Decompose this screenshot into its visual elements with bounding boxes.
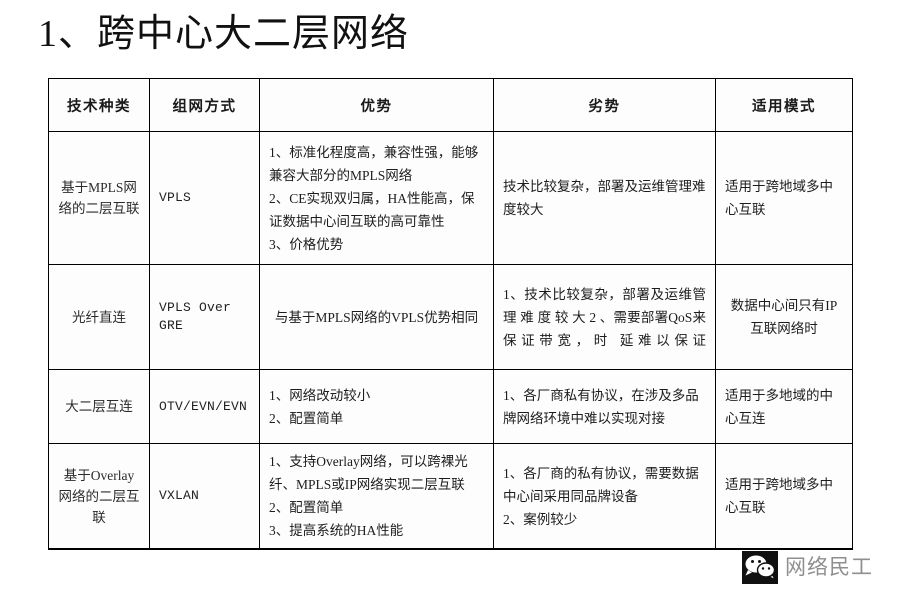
cell-disadvantage: 技术比较复杂，部署及运维管理难度较大 bbox=[493, 131, 716, 265]
cell-network-mode: VPLS bbox=[149, 131, 260, 265]
column-header-applicable-mode: 适用模式 bbox=[715, 78, 853, 132]
cell-applicable-mode: 适用于跨地域多中心互联 bbox=[715, 443, 853, 550]
page-title: 1、跨中心大二层网络 bbox=[38, 13, 410, 55]
table-row: 基于MPLS网络的二层互联 VPLS 1、标准化程度高，兼容性强，能够兼容大部分… bbox=[48, 131, 853, 265]
cell-disadvantage: 1、技术比较复杂，部署及运维管理 难 度 较 大 2 、需要部署QoS来保证带宽… bbox=[493, 264, 716, 370]
cell-technology-kind: 大二层互连 bbox=[48, 369, 150, 444]
cell-applicable-mode: 适用于多地域的中 心互连 bbox=[715, 369, 853, 444]
column-header-advantage: 优势 bbox=[259, 78, 494, 132]
table-header-row: 技术种类 组网方式 优势 劣势 适用模式 bbox=[48, 78, 853, 132]
technology-comparison-table: 技术种类 组网方式 优势 劣势 适用模式 基于MPLS网络的二层互联 VPLS … bbox=[48, 78, 853, 550]
cell-disadvantage: 1、各厂商私有协议，在涉及多品牌网络环境中难以实现对接 bbox=[493, 369, 716, 444]
cell-technology-kind: 光纤直连 bbox=[48, 264, 150, 370]
wechat-icon bbox=[742, 551, 778, 584]
cell-network-mode: VPLS Over GRE bbox=[149, 264, 260, 370]
cell-advantage: 与基于MPLS网络的VPLS优势相同 bbox=[259, 264, 494, 370]
column-header-technology-kind: 技术种类 bbox=[48, 78, 150, 132]
cell-advantage: 1、网络改动较小 2、配置简单 bbox=[259, 369, 494, 444]
column-header-disadvantage: 劣势 bbox=[493, 78, 716, 132]
cell-advantage: 1、标准化程度高，兼容性强，能够兼容大部分的MPLS网络 2、CE实现双归属，H… bbox=[259, 131, 494, 265]
watermark-label: 网络民工 bbox=[785, 556, 873, 579]
cell-network-mode: VXLAN bbox=[149, 443, 260, 550]
cell-technology-kind: 基于MPLS网络的二层互联 bbox=[48, 131, 150, 265]
cell-technology-kind: 基于Overlay网络的二层互联 bbox=[48, 443, 150, 550]
table-row: 光纤直连 VPLS Over GRE 与基于MPLS网络的VPLS优势相同 1、… bbox=[48, 264, 853, 370]
cell-disadvantage: 1、各厂商的私有协议，需要数据中心间采用同品牌设备 2、案例较少 bbox=[493, 443, 716, 550]
column-header-network-mode: 组网方式 bbox=[149, 78, 260, 132]
cell-network-mode: OTV/EVN/EVN bbox=[149, 369, 260, 444]
watermark: 网络民工 bbox=[742, 551, 873, 584]
table-row: 基于Overlay网络的二层互联 VXLAN 1、支持Overlay网络，可以跨… bbox=[48, 443, 853, 550]
cell-applicable-mode: 数据中心间只有IP互联网络时 bbox=[715, 264, 853, 370]
cell-applicable-mode: 适用于跨地域多中心互联 bbox=[715, 131, 853, 265]
table-row: 大二层互连 OTV/EVN/EVN 1、网络改动较小 2、配置简单 1、各厂商私… bbox=[48, 369, 853, 444]
cell-advantage: 1、支持Overlay网络，可以跨裸光纤、MPLS或IP网络实现二层互联 2、配… bbox=[259, 443, 494, 550]
